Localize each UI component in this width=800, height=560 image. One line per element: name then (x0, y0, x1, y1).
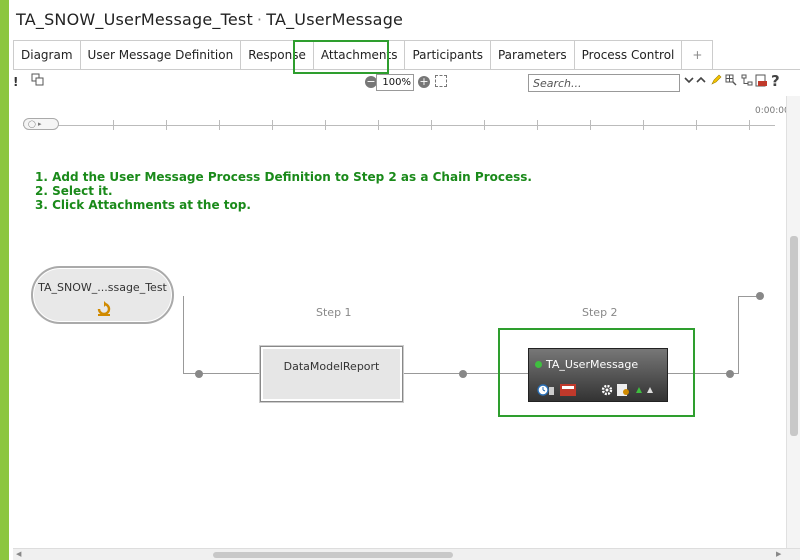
triangle-up-icon[interactable] (635, 381, 643, 393)
tab-process-control[interactable]: Process Control (574, 40, 683, 70)
tab-user-message-definition[interactable]: User Message Definition (80, 40, 242, 70)
timeline-tick (113, 120, 114, 130)
step-1-node[interactable]: DataModelReport (260, 346, 403, 402)
tab-bar: Diagram User Message Definition Response… (13, 40, 800, 70)
copy-icon[interactable] (31, 73, 44, 89)
zoom-level-input[interactable] (376, 74, 414, 91)
vertical-scrollbar[interactable] (786, 96, 800, 548)
highlighter-icon[interactable] (710, 74, 722, 89)
start-node-label: TA_SNOW_...ssage_Test (38, 281, 167, 294)
connector-line (738, 296, 739, 374)
horizontal-scroll-thumb[interactable] (213, 552, 453, 558)
connector-dot[interactable] (459, 370, 467, 378)
connector-line (738, 296, 760, 297)
hierarchy-icon[interactable] (741, 74, 753, 89)
gear-icon[interactable] (601, 381, 615, 396)
timeline-tick (484, 120, 485, 130)
step-1-label: Step 1 (316, 306, 352, 319)
tab-parameters[interactable]: Parameters (490, 40, 575, 70)
timeline-tick (590, 120, 591, 130)
title-separator: · (256, 10, 263, 29)
status-dot-icon (535, 361, 542, 368)
triangle-up-icon[interactable] (646, 381, 654, 393)
timeline-tick (431, 120, 432, 130)
timeline[interactable]: ◯ ▸ (23, 118, 785, 130)
timeline-time: 0:00:00 (755, 106, 790, 116)
timeline-tick (749, 120, 750, 130)
tab-attachments[interactable]: Attachments (313, 40, 406, 70)
connector-dot[interactable] (726, 370, 734, 378)
timeline-tick (219, 120, 220, 130)
chevron-up-icon[interactable] (696, 74, 706, 88)
timeline-tick (166, 120, 167, 130)
title-subtitle: TA_UserMessage (266, 10, 404, 29)
horizontal-scrollbar[interactable]: ◀ ▶ (13, 548, 800, 560)
step-2-label: Step 2 (582, 306, 618, 319)
vertical-scroll-thumb[interactable] (790, 236, 798, 436)
scroll-left-icon[interactable]: ◀ (16, 550, 22, 558)
instruction-line: 2. Select it. (35, 184, 113, 198)
add-tab-button[interactable]: + (682, 40, 714, 70)
step-2-chain-process-node[interactable]: TA_UserMessage (528, 348, 668, 402)
instruction-line: 1. Add the User Message Process Definiti… (35, 170, 532, 184)
document-settings-icon[interactable] (616, 381, 630, 396)
exclamation-icon[interactable]: ! (13, 75, 19, 89)
scroll-right-icon[interactable]: ▶ (776, 550, 782, 558)
start-node[interactable]: TA_SNOW_...ssage_Test (31, 266, 174, 324)
diagram-toolbar: ! − + ? (13, 72, 800, 94)
timeline-tick (537, 120, 538, 130)
timeline-tick (272, 120, 273, 130)
instruction-line: 3. Click Attachments at the top. (35, 198, 251, 212)
report-icon[interactable] (559, 381, 577, 396)
zoom-in-button[interactable]: + (418, 75, 430, 88)
export-icon[interactable] (755, 74, 768, 90)
help-icon[interactable]: ? (771, 72, 780, 90)
step-2-node-label: TA_UserMessage (546, 358, 639, 371)
play-icon[interactable]: ◯ ▸ (23, 118, 59, 130)
side-accent-bar (0, 0, 9, 560)
zoom-out-button[interactable]: − (365, 75, 377, 88)
window-title: TA_SNOW_UserMessage_Test·TA_UserMessage (16, 10, 403, 29)
step-1-node-label: DataModelReport (283, 360, 380, 373)
connector-dot[interactable] (195, 370, 203, 378)
timeline-tick (696, 120, 697, 130)
connector-line (183, 373, 260, 374)
timeline-tick (643, 120, 644, 130)
connector-dot[interactable] (756, 292, 764, 300)
diagram-canvas[interactable]: ◯ ▸ 0:00:00 1. Add the User Message Proc… (13, 96, 790, 548)
title-process-name: TA_SNOW_UserMessage_Test (16, 10, 253, 29)
search-input[interactable] (528, 74, 680, 92)
connector-line (183, 296, 184, 374)
connector-line (668, 373, 738, 374)
instructions-text: 1. Add the User Message Process Definiti… (35, 170, 532, 212)
tab-participants[interactable]: Participants (405, 40, 491, 70)
tab-diagram[interactable]: Diagram (13, 40, 81, 70)
fit-to-screen-icon[interactable] (435, 75, 447, 87)
chevron-down-icon[interactable] (684, 74, 694, 88)
timeline-tick (378, 120, 379, 130)
loop-icon (95, 300, 113, 318)
timeline-track (23, 125, 775, 126)
timeline-tick (325, 120, 326, 130)
grid-zoom-icon[interactable] (725, 74, 737, 89)
tab-response[interactable]: Response (241, 40, 314, 70)
clock-icon[interactable] (537, 381, 555, 396)
